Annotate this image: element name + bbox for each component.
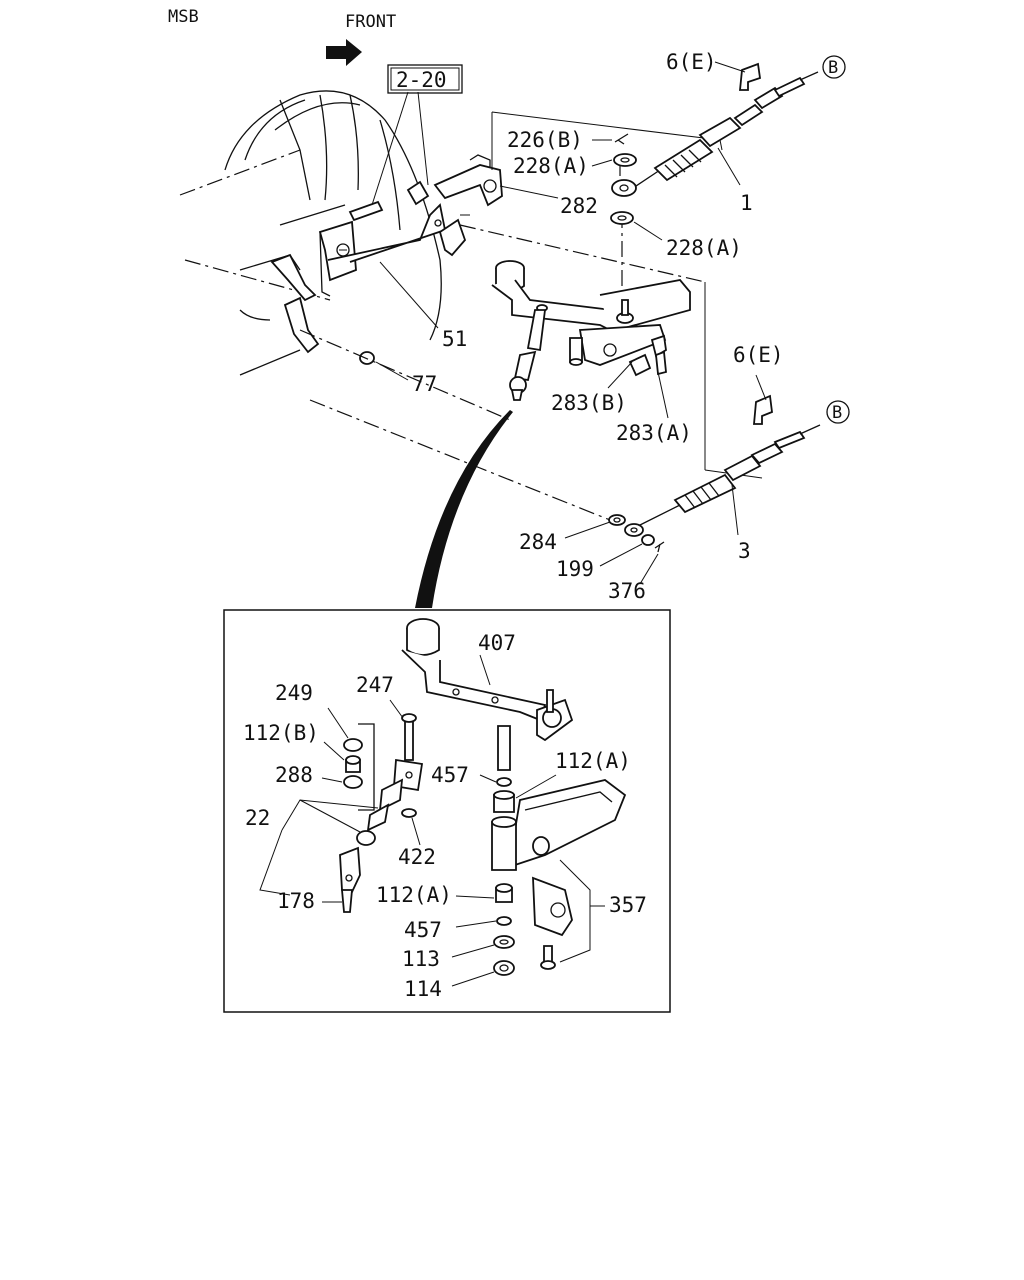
connector-b-mid-label: B [832,403,842,423]
callout-407: 407 [478,631,516,655]
clip-6e-top [739,62,761,91]
callout-284: 284 [519,530,557,554]
callout-6e-top: 6(E) [666,50,717,74]
washer-284 [608,514,626,526]
callout-247: 247 [356,673,394,697]
front-arrow-icon [326,39,362,66]
reference-label: 2-20 [396,68,447,92]
callout-422: 422 [398,845,436,869]
connector-b-mid-icon: B [826,400,850,424]
callout-457-1: 457 [431,763,469,787]
callouts-detail: 407 249 247 112(B) 288 457 112(A) 22 422… [243,631,647,1001]
cable-1 [611,71,819,197]
callout-77: 77 [412,372,437,396]
callout-282: 282 [560,194,598,218]
cable-3 [624,424,821,537]
callout-288: 288 [275,763,313,787]
callout-6e-mid: 6(E) [733,343,784,367]
callout-226b: 226(B) [507,128,583,152]
callout-113: 113 [402,947,440,971]
clip-6e-mid [753,394,773,425]
callout-22: 22 [245,806,270,830]
washer-228a-top [613,153,637,167]
callout-1: 1 [740,191,753,215]
bracket-282 [433,154,503,257]
callout-357: 357 [609,893,647,917]
callout-112a-1: 112(A) [555,749,631,773]
callout-112b: 112(B) [243,721,319,745]
callout-51: 51 [442,327,467,351]
callout-3: 3 [738,539,751,563]
reference-box: 2-20 [387,64,463,94]
callouts-main: 6(E) 226(B) 228(A) 282 1 228(A) 51 77 6(… [412,50,784,603]
model-code: MSB [168,7,199,27]
washer-199 [641,534,655,546]
callout-228a-2: 228(A) [666,236,742,260]
callout-228a-1: 228(A) [513,154,589,178]
callout-376: 376 [608,579,646,603]
transmission-housing [179,90,442,376]
shift-lever-main [491,260,691,401]
bracket-357 [509,779,627,970]
callout-199: 199 [556,557,594,581]
callout-114: 114 [404,977,442,1001]
callout-249: 249 [275,681,313,705]
front-label: FRONT [345,12,396,32]
leader-lines-main [371,61,767,585]
shift-lever-407 [401,618,574,771]
callout-112a-2: 112(A) [376,883,452,907]
leader-lines-detail [259,654,605,987]
pin-226b [614,133,629,145]
callout-283a: 283(A) [616,421,692,445]
detail-box [223,609,671,1013]
detail-pointer [415,410,513,608]
bushing-stack [491,777,517,976]
bracket-77-side [270,253,375,365]
rod-joint-assembly [339,713,424,913]
connector-b-top-label: B [828,58,838,78]
bracket-51 [318,180,447,297]
washer-228a-lower [610,211,634,225]
callout-457-2: 457 [404,918,442,942]
connector-b-top-icon: B [822,55,846,79]
callout-283b: 283(B) [551,391,627,415]
callout-178: 178 [277,889,315,913]
pin-376 [654,541,665,553]
